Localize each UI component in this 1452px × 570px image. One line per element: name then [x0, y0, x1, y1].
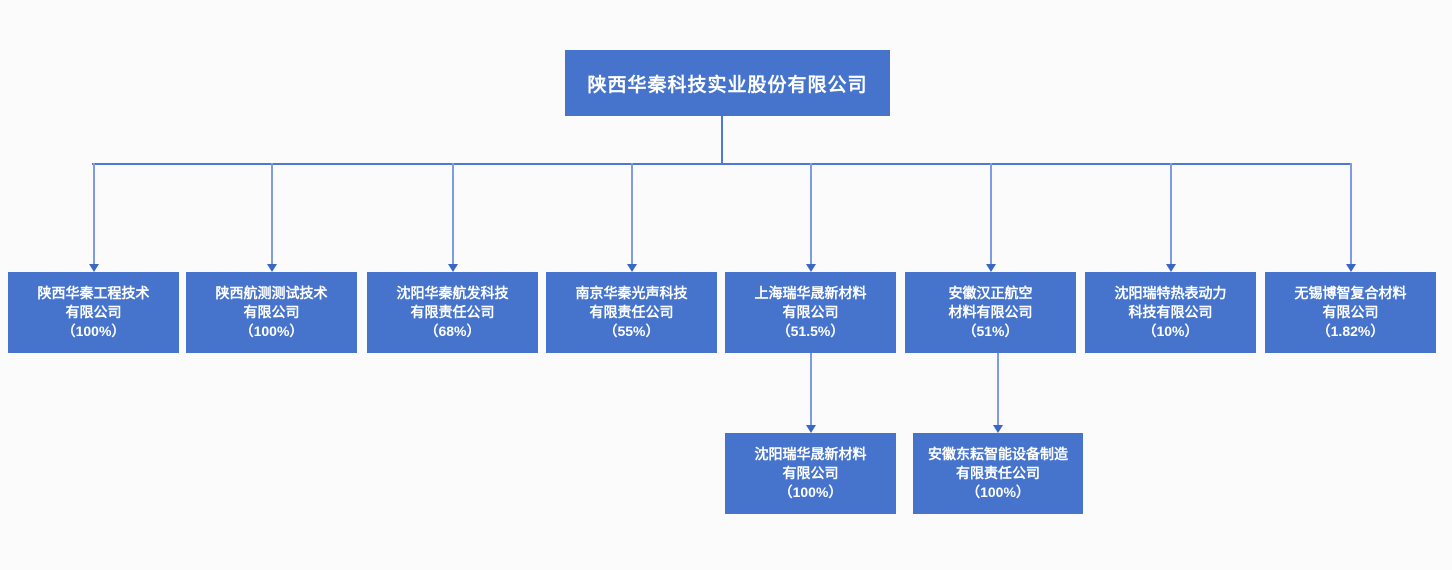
- arrow-head-3: [448, 264, 458, 272]
- ownership-percent: （10%）: [1142, 323, 1199, 339]
- connector-drop-4: [631, 163, 633, 264]
- ownership-percent: （100%）: [61, 323, 126, 339]
- company-name-line: 有限责任公司: [410, 304, 495, 320]
- ownership-percent: （100%）: [239, 323, 304, 339]
- subsidiary-node-7: 沈阳瑞特热表动力 科技有限公司 （10%）: [1085, 272, 1256, 353]
- parent-company-name: 陕西华秦科技实业股份有限公司: [587, 74, 868, 96]
- ownership-percent: （100%）: [778, 484, 843, 500]
- connector-drop-sub-1: [810, 353, 812, 425]
- company-name-line: 沈阳瑞华晟新材料: [754, 446, 867, 462]
- connector-stem: [721, 116, 723, 163]
- ownership-percent: （100%）: [966, 484, 1030, 500]
- subsidiary-node-2: 陕西航测测试技术 有限公司 （100%）: [186, 272, 357, 353]
- connector-drop-1: [93, 163, 95, 264]
- subsidiary-node-5: 上海瑞华晟新材料 有限公司 （51.5%）: [725, 272, 896, 353]
- company-name-line: 有限公司: [782, 304, 839, 320]
- connector-drop-7: [1170, 163, 1172, 264]
- arrow-head-7: [1166, 264, 1176, 272]
- ownership-percent: （51.5%）: [776, 323, 845, 339]
- ownership-percent: （51%）: [962, 323, 1019, 339]
- arrow-head-sub-1: [806, 425, 816, 433]
- company-name-line: 安徽东耘智能设备制造: [928, 446, 1068, 462]
- connector-drop-3: [452, 163, 454, 264]
- subsidiary-node-1: 陕西华秦工程技术 有限公司 （100%）: [8, 272, 179, 353]
- company-name-line: 材料有限公司: [948, 304, 1033, 320]
- company-name-line: 有限公司: [243, 304, 300, 320]
- company-name-line: 有限公司: [782, 465, 839, 481]
- company-name-line: 南京华秦光声科技: [575, 285, 688, 301]
- subsidiary-node-3: 沈阳华秦航发科技 有限责任公司 （68%）: [367, 272, 538, 353]
- company-name-line: 有限公司: [1322, 304, 1379, 320]
- arrow-head-4: [627, 264, 637, 272]
- subsidiary-node-6: 安徽汉正航空 材料有限公司 （51%）: [905, 272, 1076, 353]
- arrow-head-5: [806, 264, 816, 272]
- company-name-line: 有限公司: [65, 304, 122, 320]
- connector-drop-2: [271, 163, 273, 264]
- sub-subsidiary-node-2: 安徽东耘智能设备制造 有限责任公司 （100%）: [913, 433, 1083, 514]
- company-name-line: 沈阳瑞特热表动力: [1114, 285, 1227, 301]
- arrow-head-8: [1346, 264, 1356, 272]
- connector-drop-6: [990, 163, 992, 264]
- connector-drop-5: [810, 163, 812, 264]
- subsidiary-node-4: 南京华秦光声科技 有限责任公司 （55%）: [546, 272, 717, 353]
- company-name-line: 上海瑞华晟新材料: [754, 285, 867, 301]
- company-name-line: 陕西华秦工程技术: [37, 285, 150, 301]
- connector-drop-sub-2: [997, 353, 999, 425]
- company-name-line: 有限责任公司: [589, 304, 674, 320]
- arrow-head-6: [986, 264, 996, 272]
- sub-subsidiary-node-1: 沈阳瑞华晟新材料 有限公司 （100%）: [725, 433, 896, 514]
- arrow-head-2: [267, 264, 277, 272]
- subsidiary-node-8: 无锡博智复合材料 有限公司 （1.82%）: [1265, 272, 1436, 353]
- company-name-line: 陕西航测测试技术: [215, 285, 328, 301]
- company-name-line: 沈阳华秦航发科技: [396, 285, 509, 301]
- ownership-percent: （68%）: [424, 323, 481, 339]
- company-name-line: 无锡博智复合材料: [1294, 285, 1407, 301]
- company-name-line: 有限责任公司: [956, 465, 1040, 481]
- parent-company-node: 陕西华秦科技实业股份有限公司: [565, 50, 890, 116]
- ownership-percent: （55%）: [603, 323, 660, 339]
- arrow-head-sub-2: [993, 425, 1003, 433]
- ownership-percent: （1.82%）: [1316, 323, 1385, 339]
- connector-drop-8: [1350, 163, 1352, 264]
- company-name-line: 安徽汉正航空: [948, 285, 1033, 301]
- arrow-head-1: [89, 264, 99, 272]
- company-name-line: 科技有限公司: [1128, 304, 1213, 320]
- connector-trunk: [92, 163, 1352, 165]
